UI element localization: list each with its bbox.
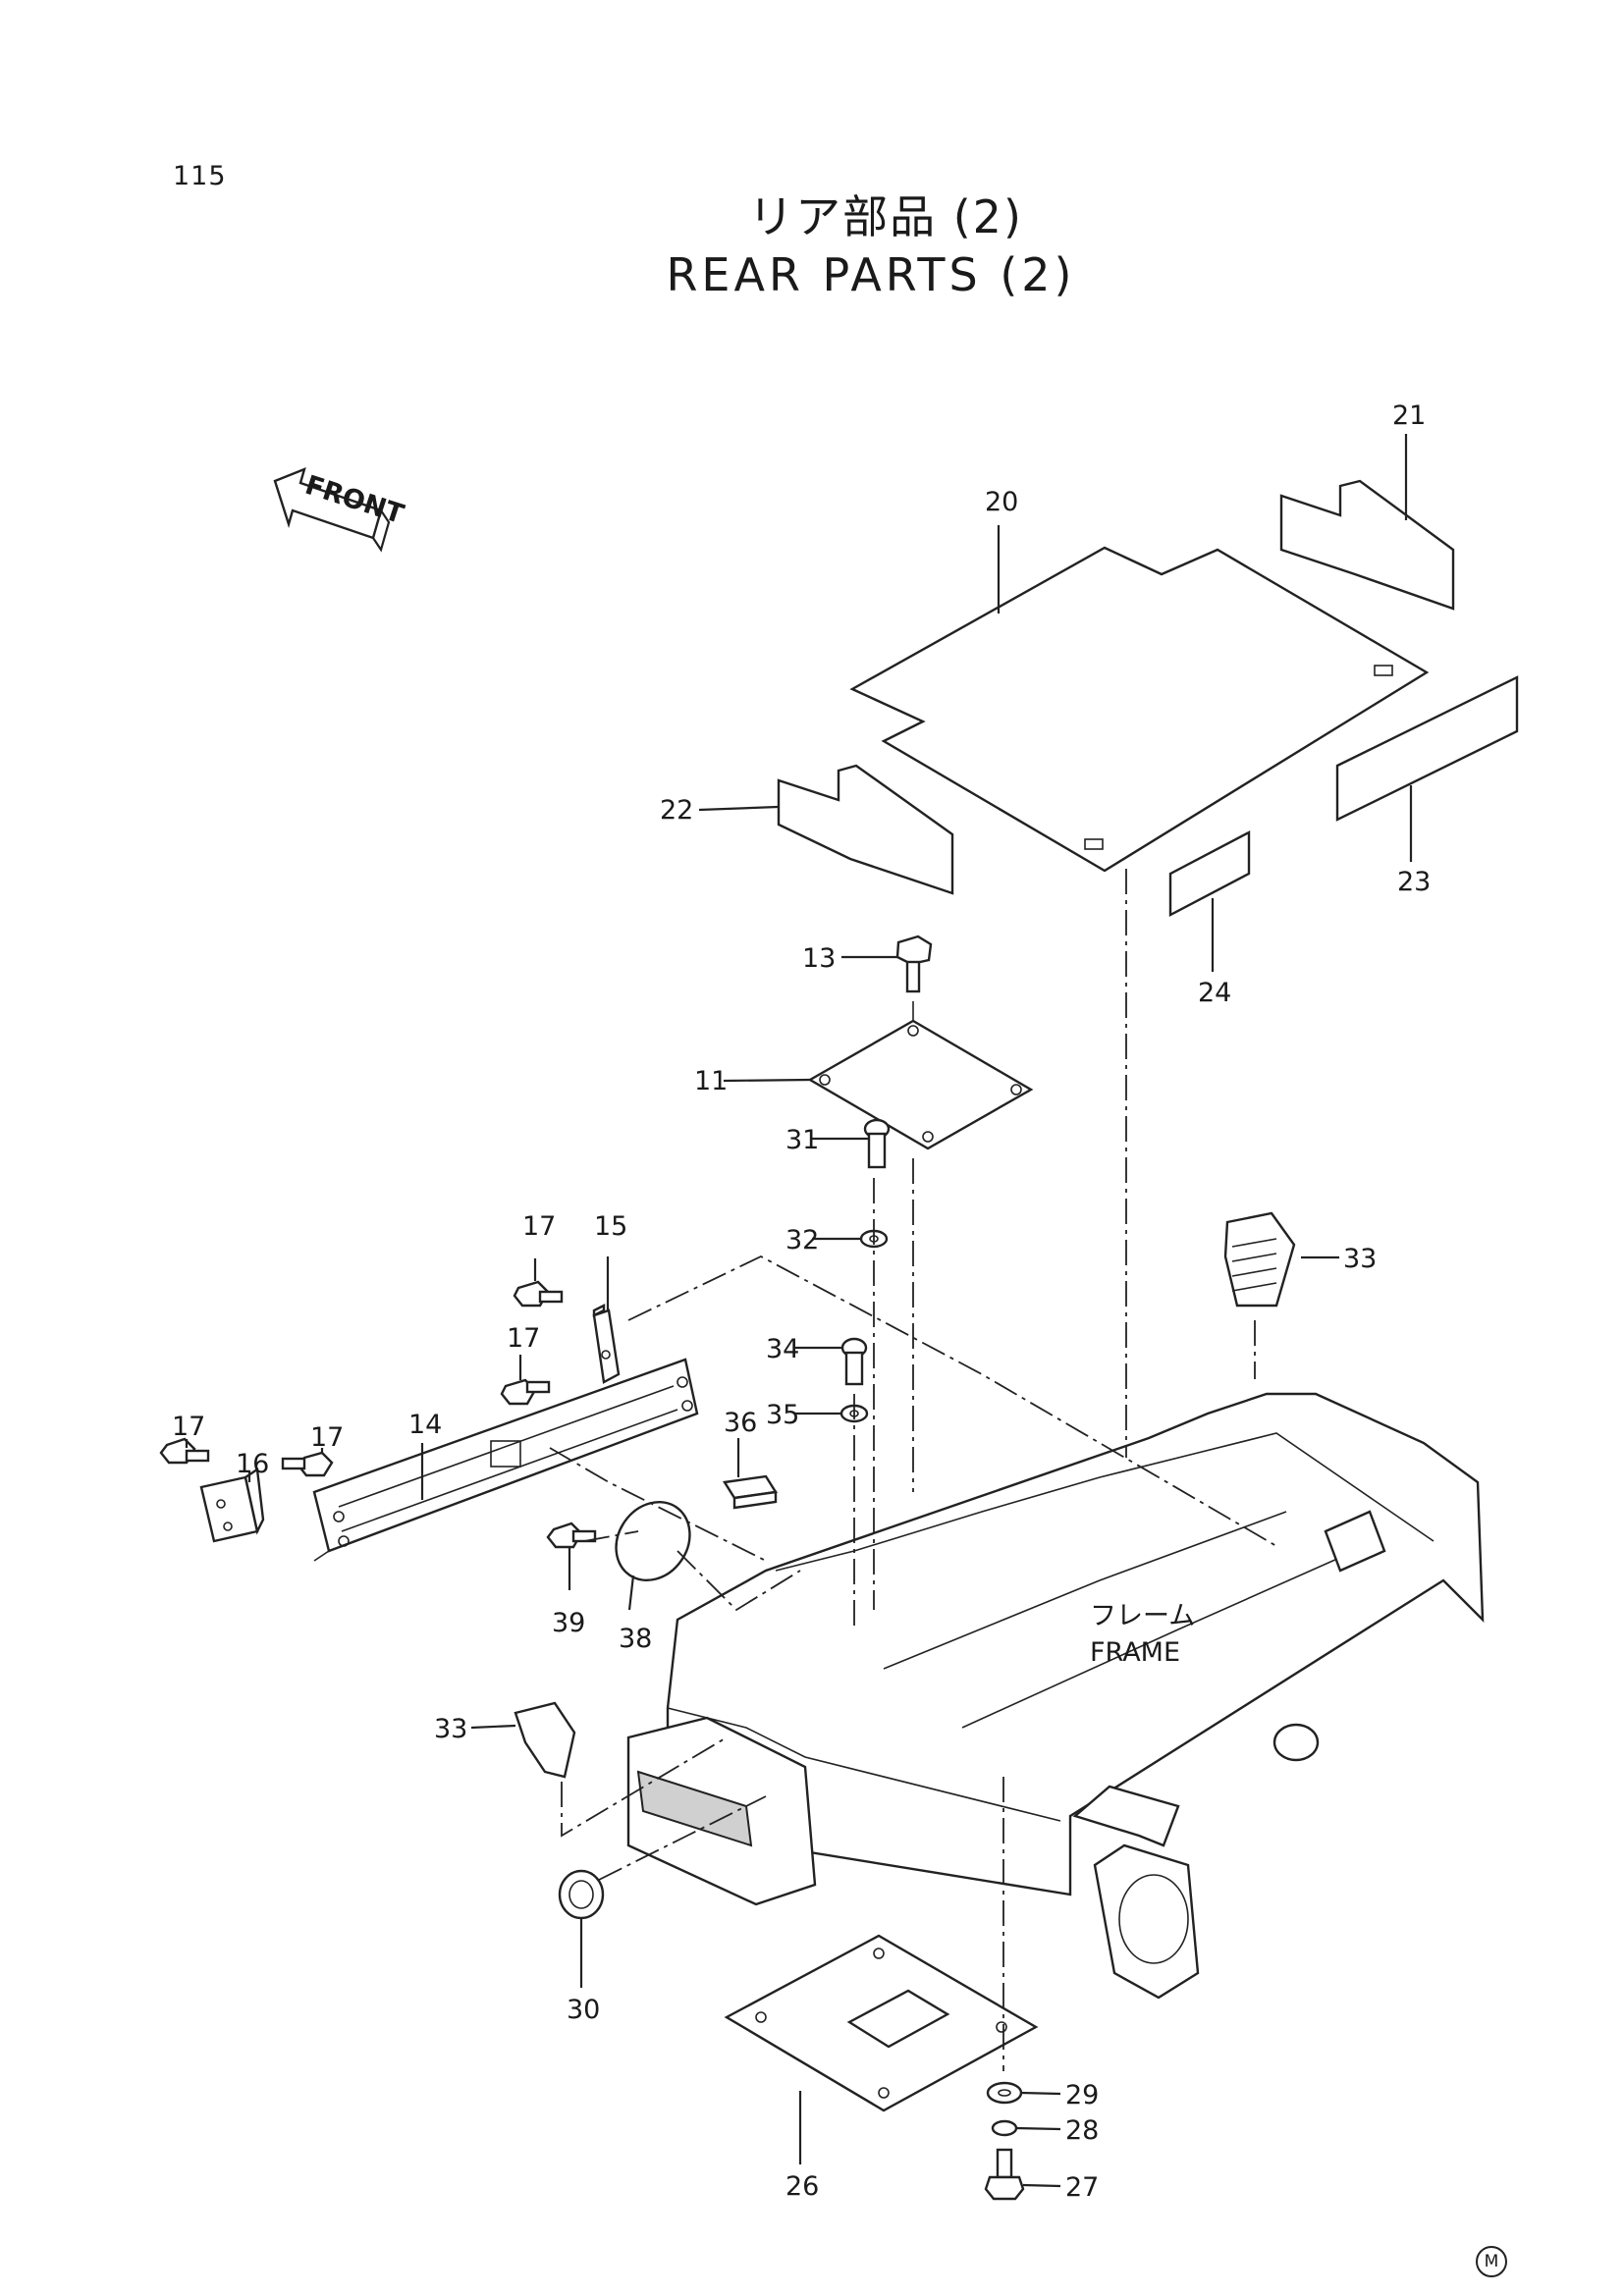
callout-34: 34 <box>766 1334 799 1364</box>
insulation-pad-21 <box>1279 479 1455 611</box>
under-cover-26 <box>724 1934 1039 2112</box>
callout-15: 15 <box>594 1211 627 1242</box>
callout-31: 31 <box>785 1125 819 1155</box>
callout-20: 20 <box>985 487 1018 517</box>
rubber-block-36-icon <box>723 1474 778 1510</box>
title-block: リア部品 (2) REAR PARTS (2) <box>0 188 1624 304</box>
callout-16: 16 <box>236 1449 269 1479</box>
frame-label-english: FRAME <box>1090 1637 1180 1668</box>
page-number: 115 <box>173 161 227 191</box>
floor-mat-20 <box>849 546 1430 873</box>
frame-assembly <box>626 1392 1485 2000</box>
bolt-17-icon-1 <box>513 1280 564 1308</box>
bolt-27-icon <box>984 2148 1025 2201</box>
callout-29: 29 <box>1065 2080 1099 2110</box>
cover-plate-11 <box>807 1019 1034 1150</box>
callout-13: 13 <box>802 943 836 974</box>
corner-mark: M <box>1476 2246 1507 2277</box>
callout-23: 23 <box>1397 867 1431 897</box>
stopper-33-upper-icon <box>1223 1211 1296 1308</box>
callout-17-a: 17 <box>522 1211 556 1242</box>
bolt-31-icon <box>863 1118 891 1169</box>
callout-11: 11 <box>694 1066 728 1096</box>
bolt-17-icon-2 <box>500 1378 551 1406</box>
callout-27: 27 <box>1065 2172 1099 2203</box>
lock-washer-28-icon <box>991 2119 1018 2137</box>
callout-labels: 20 21 22 23 24 13 11 31 32 33 34 35 36 1… <box>172 400 1431 2203</box>
callout-17-d: 17 <box>310 1422 344 1453</box>
callout-33-lower: 33 <box>434 1714 467 1744</box>
leader-lines <box>185 434 1413 2188</box>
callout-35: 35 <box>766 1400 799 1430</box>
callout-28: 28 <box>1065 2115 1099 2146</box>
bolt-39-icon <box>546 1522 597 1549</box>
insulation-pad-23 <box>1335 675 1519 822</box>
callout-21: 21 <box>1392 400 1426 431</box>
callout-38: 38 <box>619 1624 652 1654</box>
callout-17-b: 17 <box>507 1323 540 1354</box>
callout-39: 39 <box>552 1608 585 1638</box>
stopper-33-lower-icon <box>514 1701 576 1779</box>
bracket-14 <box>312 1358 699 1562</box>
callout-26: 26 <box>785 2171 819 2202</box>
front-arrow-icon: FRONT <box>273 466 407 553</box>
callout-17-c: 17 <box>172 1412 205 1442</box>
cover-plate-38 <box>615 1500 691 1582</box>
callout-22: 22 <box>660 795 693 826</box>
callout-24: 24 <box>1198 978 1231 1008</box>
callout-14: 14 <box>408 1410 442 1440</box>
bolt-34-icon <box>840 1337 868 1386</box>
title-japanese: リア部品 (2) <box>748 190 1023 243</box>
title-english: REAR PARTS (2) <box>666 248 1076 301</box>
insulation-pad-22 <box>777 764 954 895</box>
grommet-30-icon <box>558 1869 605 1920</box>
alignment-lines <box>549 869 1277 2071</box>
clip-15 <box>592 1304 621 1384</box>
bolt-17-icon-4 <box>281 1451 334 1477</box>
bolt-17-icon-3 <box>159 1437 210 1465</box>
callout-30: 30 <box>567 1995 600 2025</box>
bolt-13-icon <box>895 934 933 1021</box>
insulation-pad-24 <box>1168 830 1251 917</box>
washer-29-icon <box>986 2081 1023 2105</box>
clip-16 <box>199 1467 265 1543</box>
callout-33-upper: 33 <box>1343 1244 1377 1274</box>
frame-label-japanese: フレーム <box>1090 1601 1195 1631</box>
callout-32: 32 <box>785 1225 819 1255</box>
callout-36: 36 <box>724 1408 757 1438</box>
